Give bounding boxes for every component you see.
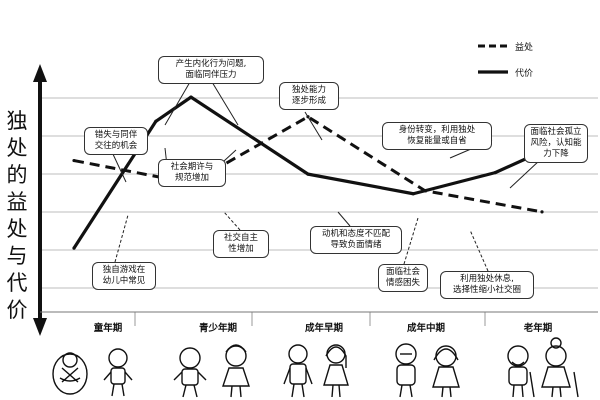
annotation-identity-shift: 身份转变，利用独处 恢复能量或自省 bbox=[382, 122, 492, 150]
annotation-leader-12 bbox=[469, 229, 489, 272]
annotation-leader-5 bbox=[111, 151, 127, 183]
stage-label-childhood: 童年期 bbox=[93, 323, 123, 334]
legend-benefit: 益处 bbox=[515, 43, 534, 53]
annotation-leader-9 bbox=[337, 211, 351, 227]
y-axis-arrow-top bbox=[33, 64, 47, 82]
teen-girl-icon bbox=[222, 344, 250, 398]
annotation-leader-11 bbox=[403, 217, 419, 265]
annotation-leader-2 bbox=[304, 111, 323, 141]
y-axis-arrow-bottom bbox=[33, 318, 47, 336]
teen-boy-icon bbox=[173, 347, 207, 398]
annotation-isolation-risk: 面临社会孤立 风险，认知能 力下降 bbox=[524, 124, 588, 163]
old-woman-icon bbox=[541, 337, 579, 398]
annotation-solitude-ability: 独处能力 逐步形成 bbox=[279, 82, 339, 110]
series-1-point-1 bbox=[154, 119, 158, 123]
annotation-leader-10 bbox=[114, 214, 129, 263]
annotation-leader-8 bbox=[223, 211, 241, 231]
stage-label-adolescence: 青少年期 bbox=[198, 323, 237, 334]
annotation-socioemotional-loss: 面临社会 情感困失 bbox=[378, 264, 428, 292]
young-man-icon bbox=[283, 344, 313, 398]
middle-man-icon bbox=[395, 343, 417, 398]
young-woman-icon bbox=[323, 344, 349, 398]
annotation-leader-4 bbox=[509, 159, 541, 189]
annotation-internalizing: 产生内化行为问题, 面临同伴压力 bbox=[158, 56, 264, 84]
series-0-point-4 bbox=[540, 210, 544, 214]
legend-cost: 代价 bbox=[515, 69, 534, 79]
annotation-missed-peers: 错失与同伴 交往的机会 bbox=[84, 127, 148, 155]
annotation-motive-mismatch: 动机和态度不匹配 导致负面情绪 bbox=[310, 226, 402, 254]
series-1-point-5 bbox=[493, 171, 497, 175]
baby-icon bbox=[52, 352, 88, 395]
stage-label-mid-adult: 成年中期 bbox=[406, 323, 445, 334]
series-1-point-0 bbox=[72, 246, 76, 250]
series-0-point-0 bbox=[72, 158, 76, 163]
annotation-solitary-play: 独自游戏在 幼儿中常见 bbox=[92, 262, 156, 290]
series-1-point-2 bbox=[189, 95, 193, 99]
old-man-icon bbox=[507, 345, 535, 398]
y-axis-label: 独处的益处与代价 bbox=[6, 109, 28, 322]
stage-label-old-age: 老年期 bbox=[523, 323, 553, 334]
child-icon bbox=[103, 348, 133, 397]
stage-label-early-adult: 成年早期 bbox=[304, 323, 343, 334]
series-1-point-4 bbox=[411, 192, 415, 196]
annotation-selective-narrowing: 利用独处休息, 选择性缩小社交圈 bbox=[440, 271, 534, 299]
annotation-leader-0 bbox=[164, 81, 191, 126]
middle-woman-icon bbox=[432, 345, 460, 398]
series-1-point-3 bbox=[306, 172, 310, 176]
annotation-leader-1 bbox=[211, 81, 239, 126]
annotation-social-norms: 社会期许与 规范增加 bbox=[158, 159, 226, 187]
annotation-social-autonomy: 社交自主 性增加 bbox=[213, 230, 269, 258]
